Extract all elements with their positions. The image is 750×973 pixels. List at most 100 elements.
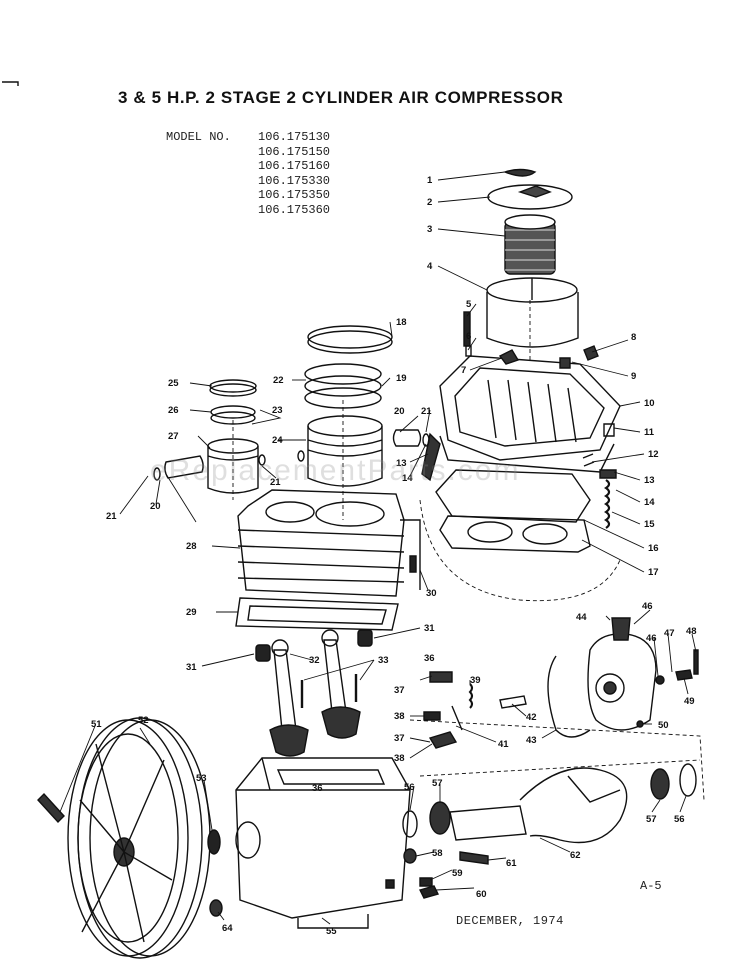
part-callouts: 1 2 3 4 5 6 7 8 9 10 11 12 13 14 15 16 1… [91,175,697,937]
model-number-label: MODEL NO. [166,130,231,144]
relief-valve-spring [599,469,617,529]
callout-41: 41 [498,739,509,750]
callout-15b: 13 [396,458,407,469]
callout-29: 29 [186,607,197,618]
model-number: 106.175130 [258,130,331,144]
model-number-list: 106.175130 106.175150 106.175160 106.175… [258,130,330,218]
callout-7: 7 [461,365,466,376]
callout-33: 33 [378,655,389,666]
callout-14: 14 [644,497,655,508]
callout-21c: 21 [270,477,281,488]
base-gasket [235,597,399,631]
callout-12: 12 [648,449,659,460]
callout-leaders [59,171,697,925]
callout-27: 27 [168,431,179,442]
callout-20: 20 [394,406,405,417]
callout-59: 59 [452,868,463,879]
callout-35: 36 [312,783,323,794]
callout-14b: 14 [402,473,413,484]
callout-43: 43 [526,735,537,746]
callout-28: 28 [186,541,197,552]
model-number: 106.175360 [258,202,331,217]
callout-57b: 57 [646,814,657,825]
callout-25: 25 [168,378,179,389]
callout-58: 58 [432,848,443,859]
cylinder-head [439,311,621,473]
callout-64: 64 [222,923,233,934]
model-number: 106.175350 [258,188,331,203]
connecting-rods [255,629,373,757]
callout-46b: 46 [646,633,657,644]
model-number: 106.175160 [258,159,331,174]
callout-57: 57 [432,778,443,789]
callout-10: 10 [644,398,655,409]
callout-15: 15 [644,519,655,530]
callout-1: 1 [427,175,433,186]
callout-56: 56 [404,782,415,793]
callout-38: 38 [394,711,405,722]
callout-47: 47 [664,628,675,639]
callout-36: 36 [424,653,435,664]
unloader-valve-parts [423,655,591,749]
callout-55: 55 [326,926,337,937]
callout-22: 22 [273,375,284,386]
model-number: 106.175330 [258,173,331,188]
callout-4: 4 [427,261,433,272]
assembly-guide-lines [232,300,705,801]
callout-60: 60 [476,889,487,900]
callout-8: 8 [631,332,636,343]
piston-rings [209,325,393,425]
callout-26: 26 [168,405,179,416]
head-gaskets [421,432,591,553]
flywheel [37,717,211,959]
callout-44: 44 [576,612,587,623]
callout-46: 46 [642,601,653,612]
callout-53: 53 [196,773,207,784]
callout-13: 13 [644,475,655,486]
callout-62: 62 [570,850,581,861]
callout-39: 39 [470,675,481,686]
callout-31b: 31 [186,662,197,673]
callout-18: 18 [396,317,407,328]
callout-23: 23 [272,405,283,416]
callout-61: 61 [506,858,517,869]
corner-mark [2,81,19,86]
callout-49: 49 [684,696,695,707]
callout-6: 6 [466,331,471,342]
diagram-title: 3 & 5 H.P. 2 STAGE 2 CYLINDER AIR COMPRE… [118,88,564,107]
crankcase [235,757,411,929]
callout-52: 52 [138,715,149,726]
callout-19: 19 [396,373,407,384]
callout-50: 50 [658,720,669,731]
crankshaft-and-bearings [207,763,697,917]
air-filter-assembly [486,168,579,348]
callout-30: 30 [426,588,437,599]
watermark: eReplacementParts.com [150,454,521,487]
callout-38b: 38 [394,753,405,764]
part-drawings [2,81,699,959]
callout-48: 48 [686,626,697,637]
model-number: 106.175150 [258,144,331,159]
callout-5: 5 [466,299,472,310]
callout-51: 51 [91,719,102,730]
callout-42: 42 [526,712,537,723]
callout-20b: 20 [150,501,161,512]
callout-37b: 37 [394,733,405,744]
callout-2: 2 [427,197,432,208]
callout-17: 17 [648,567,659,578]
bearing-end-cover [587,617,699,731]
callout-3: 3 [427,224,432,235]
revision-date: DECEMBER, 1974 [456,914,564,928]
callout-16: 16 [648,543,659,554]
callout-31: 31 [424,623,435,634]
cylinder-block [237,489,421,597]
page-code: A-5 [640,879,662,893]
callout-32: 32 [309,655,320,666]
callout-21b: 21 [106,511,117,522]
callout-21: 21 [421,406,432,417]
callout-56b: 56 [674,814,685,825]
callout-24: 24 [272,435,283,446]
callout-9: 9 [631,371,636,382]
